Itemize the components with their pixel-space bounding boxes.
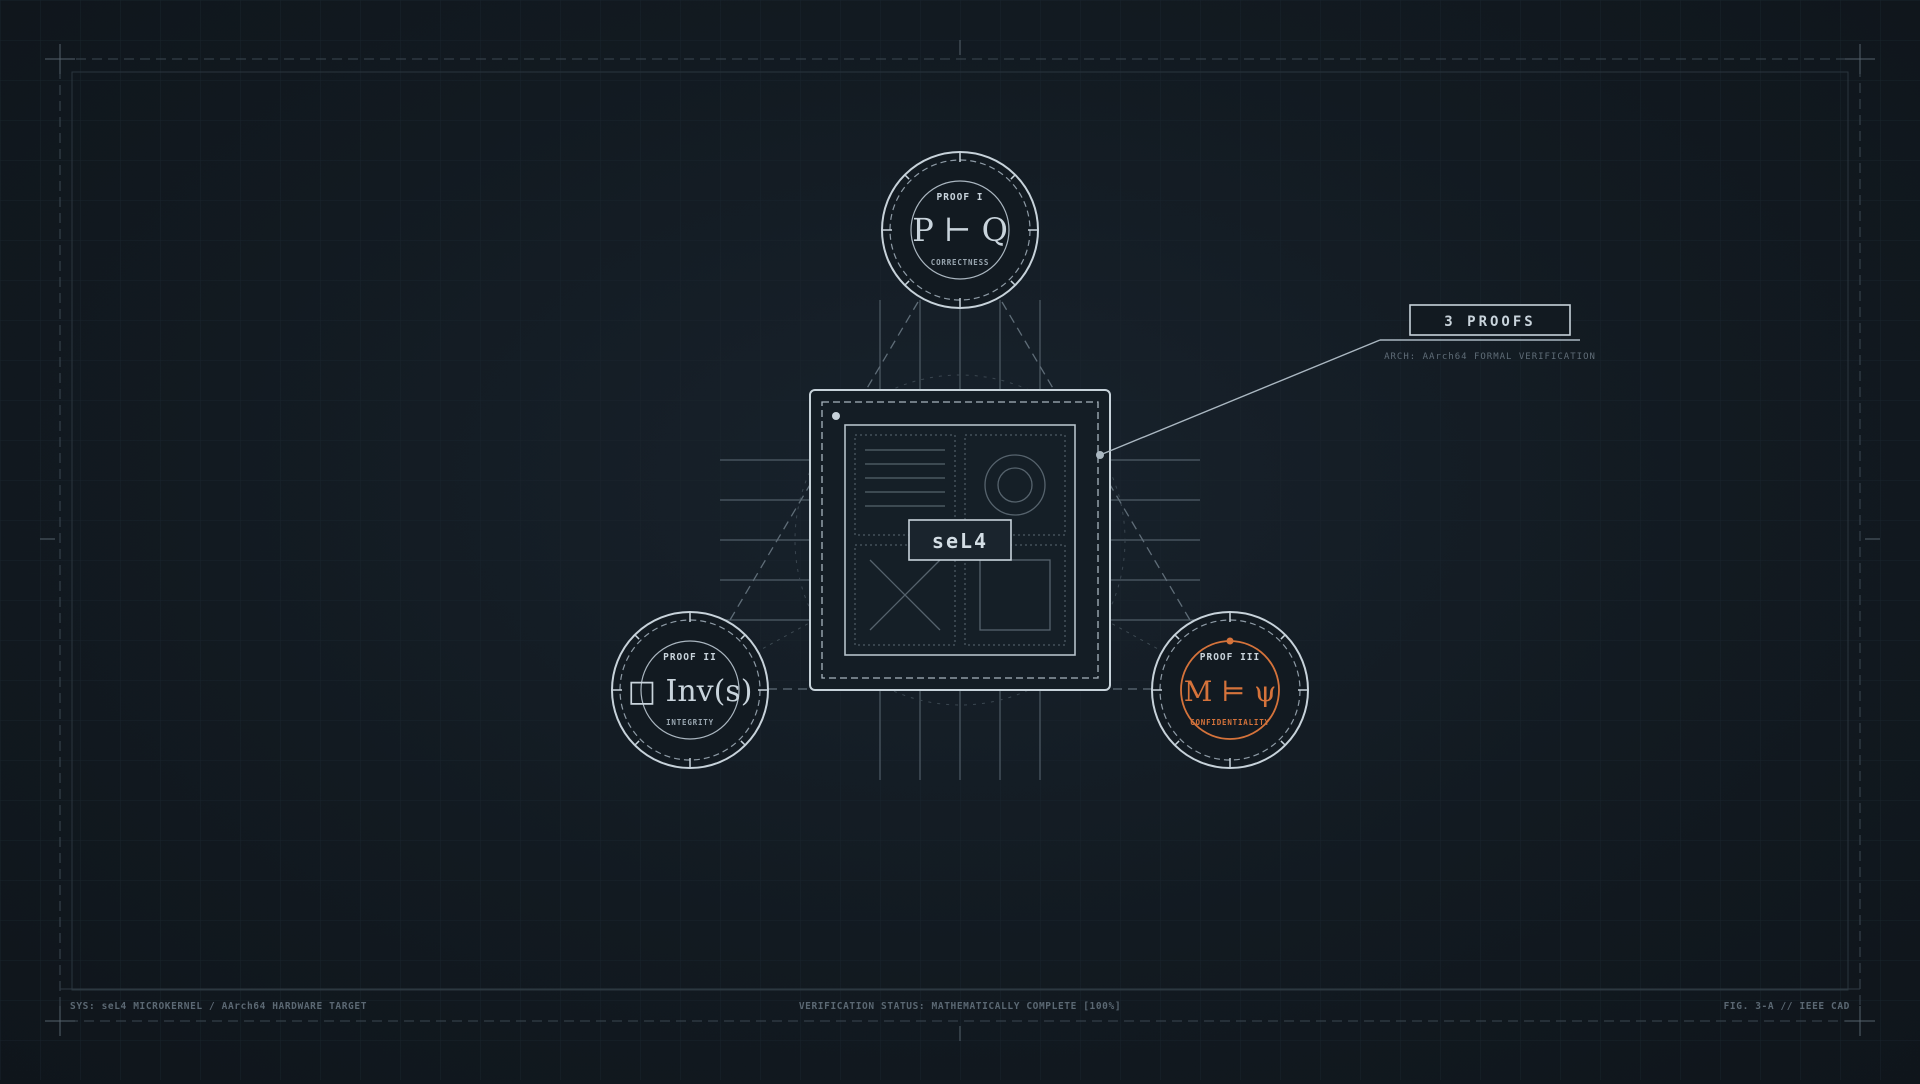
proof-2-node: PROOF II □ Inv(s) INTEGRITY — [611, 611, 769, 769]
proof-3-tick — [1174, 634, 1180, 640]
chip-pin-dot — [832, 412, 840, 420]
callout-badge-text: 3 PROOFS — [1444, 314, 1535, 330]
proof-nodes: PROOF I P ⊢ Q CORRECTNESS PROOF II □ Inv(s) I… — [611, 151, 1309, 769]
proof-2-formula: □ Inv(s) — [628, 674, 753, 709]
proof-2-caption: INTEGRITY — [666, 718, 714, 727]
callout-anchor-dot — [1096, 451, 1104, 459]
proof-2-tick — [740, 740, 746, 746]
proof-2-tick — [634, 634, 640, 640]
proof-1-title: PROOF I — [936, 192, 983, 203]
proof-3-tick — [1174, 740, 1180, 746]
proof-2-inner-ring — [640, 640, 740, 740]
footer-status-label: VERIFICATION STATUS: MATHEMATICALLY COMP… — [798, 1001, 1122, 1012]
footer-figure-label: FIG. 3-A // IEEE CAD — [1723, 1001, 1850, 1012]
callout: 3 PROOFS ARCH: AArch64 FORMAL VERIFICATI… — [1096, 304, 1596, 459]
callout-badge — [1409, 304, 1571, 336]
proof-3-accent-dot — [1226, 637, 1234, 645]
proof-3-node: PROOF III M ⊨ ψ CONFIDENTIALITY — [1151, 611, 1309, 769]
kernel-label-box: seL4 — [908, 519, 1012, 561]
orbit-ring — [794, 374, 1126, 706]
proof-1-tick — [904, 280, 910, 286]
proof-2-tick — [634, 740, 640, 746]
proof-center-links — [741, 539, 1179, 661]
proof-3-tick — [1280, 634, 1286, 640]
proof-3-caption: CONFIDENTIALITY — [1190, 718, 1270, 727]
chip-memory-lines — [865, 449, 945, 507]
proof-3-tick — [1280, 740, 1286, 746]
footer-system-label: SYS: seL4 MICROKERNEL / AArch64 HARDWARE… — [70, 1001, 368, 1012]
proof-1-tick — [1010, 174, 1016, 180]
proof-1-node: PROOF I P ⊢ Q CORRECTNESS — [881, 151, 1039, 309]
proof-1-inner-ring — [910, 180, 1010, 280]
proof-2-title: PROOF II — [663, 652, 717, 663]
drawing-frame — [40, 40, 1880, 1041]
proof-3-title: PROOF III — [1200, 652, 1260, 663]
proof-1-tick — [904, 174, 910, 180]
callout-subtitle: ARCH: AArch64 FORMAL VERIFICATION — [1384, 352, 1596, 362]
proof-3-formula: M ⊨ ψ — [1184, 675, 1277, 708]
kernel-label: seL4 — [932, 529, 988, 553]
proof-1-formula: P ⊢ Q — [912, 211, 1008, 249]
proof-1-tick — [1010, 280, 1016, 286]
proof-2-tick — [740, 634, 746, 640]
proof-1-caption: CORRECTNESS — [931, 258, 989, 267]
